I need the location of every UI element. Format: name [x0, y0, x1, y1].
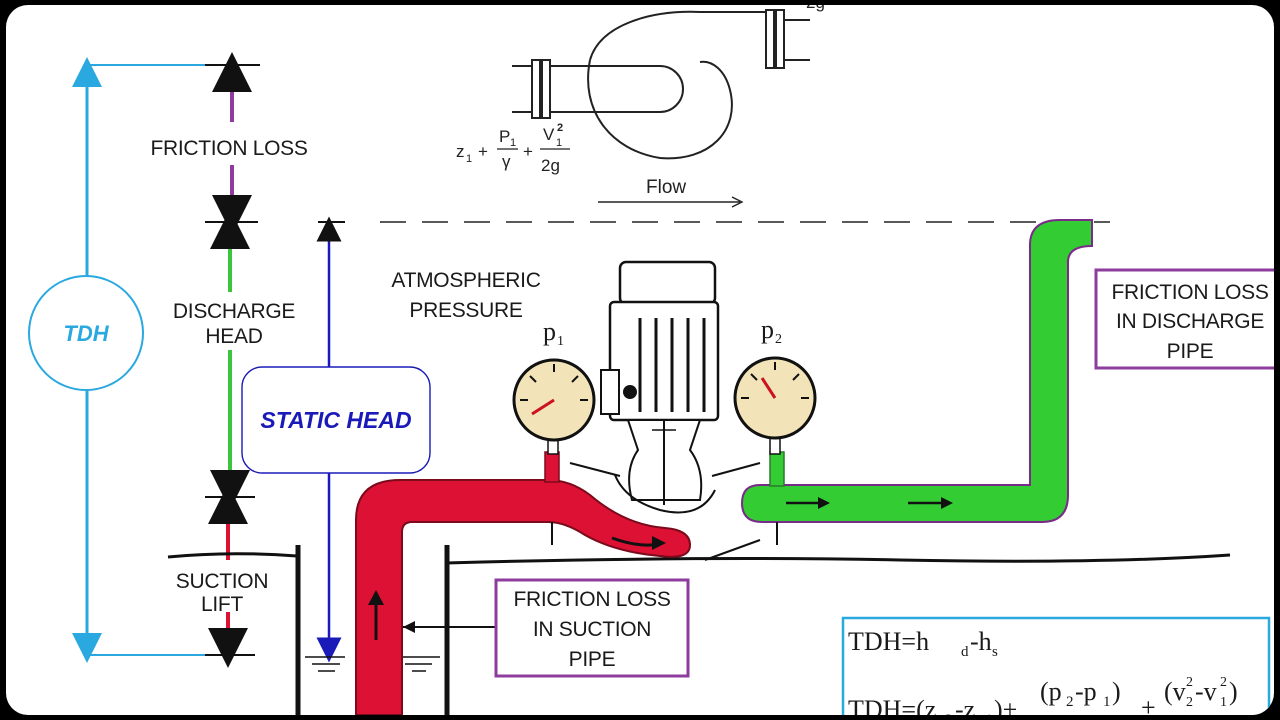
friction-suction-box: FRICTION LOSS IN SUCTION PIPE: [403, 578, 690, 678]
svg-text:IN SUCTION: IN SUCTION: [533, 618, 651, 641]
svg-text:2: 2: [1186, 695, 1193, 710]
suction-pipe: [355, 451, 692, 715]
suction-lift-dimension: SUCTION LIFT: [176, 484, 269, 668]
friction-loss-label: FRICTION LOSS: [150, 137, 307, 160]
tdh-label: TDH: [63, 321, 109, 346]
suction-energy-equation: z 1 + P 1 γ + V 2 1 2g: [456, 122, 570, 175]
svg-text:(v: (v: [1164, 677, 1186, 706]
svg-text:LIFT: LIFT: [201, 593, 243, 616]
discharge-pipe: [740, 219, 1093, 545]
diagram-frame: 2g z 1 + P 1 γ + V 2 1 2g Flow TDH FRICT…: [6, 5, 1274, 715]
svg-text:PIPE: PIPE: [569, 648, 616, 671]
tdh-diagram: 2g z 1 + P 1 γ + V 2 1 2g Flow TDH FRICT…: [28, 5, 1274, 715]
friction-discharge-label: FRICTION LOSS: [1111, 281, 1268, 304]
svg-text:-v: -v: [1195, 677, 1217, 706]
svg-text:1: 1: [557, 334, 564, 349]
svg-text:-h: -h: [970, 627, 992, 656]
svg-text:TDH=(z: TDH=(z: [848, 695, 936, 715]
svg-text:-z: -z: [955, 695, 975, 715]
svg-text:(p: (p: [1040, 677, 1062, 706]
friction-discharge-box: FRICTION LOSS IN DISCHARGE PIPE: [1094, 268, 1274, 370]
top-2g-label: 2g: [806, 5, 825, 12]
tdh-dimension: TDH: [28, 57, 232, 663]
svg-text:V: V: [543, 125, 555, 144]
svg-text:PIPE: PIPE: [1167, 340, 1214, 363]
atmospheric-pressure-label: ATMOSPHERIC: [391, 269, 540, 292]
svg-text:+: +: [523, 142, 533, 161]
svg-text:2: 2: [1066, 694, 1074, 710]
svg-text:+: +: [1141, 693, 1156, 715]
gauge-p1: p 1: [512, 317, 596, 455]
discharge-head-dimension: DISCHARGE HEAD: [173, 209, 296, 510]
svg-text:2: 2: [945, 712, 953, 715]
static-head-label: STATIC HEAD: [260, 407, 411, 433]
svg-text:): ): [1229, 677, 1238, 706]
svg-text:1: 1: [510, 137, 516, 149]
svg-text:1: 1: [985, 712, 993, 715]
svg-text:): ): [1112, 677, 1121, 706]
svg-text:-p: -p: [1075, 677, 1097, 706]
svg-text:d: d: [961, 644, 969, 660]
discharge-head-label: DISCHARGE: [173, 300, 295, 323]
tdh-badge: [28, 275, 144, 391]
pump-motor: [569, 260, 761, 561]
tdh-formula-box: TDH=h d -h s TDH=(z 2 -z 1 )+ (p 2 -p 1 …: [841, 616, 1271, 715]
svg-text:γ: γ: [502, 152, 511, 171]
svg-text:1: 1: [466, 153, 472, 165]
friction-loss-dimension: FRICTION LOSS: [150, 51, 308, 235]
svg-text:s: s: [992, 644, 998, 660]
suction-lift-label: SUCTION: [176, 570, 268, 593]
sump: [167, 545, 1231, 715]
svg-text:2: 2: [1220, 675, 1227, 690]
svg-text:HEAD: HEAD: [205, 325, 262, 348]
svg-text:2: 2: [775, 332, 782, 347]
svg-text:2: 2: [557, 122, 563, 134]
svg-text:2g: 2g: [541, 156, 560, 175]
p1-label: p: [543, 317, 556, 346]
flow-label: Flow: [646, 177, 686, 198]
formula-line-2: TDH=(z 2 -z 1 )+ (p 2 -p 1 ) + (v 2 2 -v…: [848, 675, 1238, 715]
static-head-box: [241, 366, 431, 474]
svg-text:2: 2: [1186, 675, 1193, 690]
svg-text:P: P: [499, 127, 510, 146]
svg-text:z: z: [456, 142, 465, 161]
svg-text:PRESSURE: PRESSURE: [409, 299, 522, 322]
svg-text:)+: )+: [994, 695, 1017, 715]
svg-text:1: 1: [556, 137, 562, 149]
formula-line-1: TDH=h d -h s: [848, 627, 998, 660]
static-head-dimension: STATIC HEAD: [241, 216, 431, 663]
svg-text:1: 1: [1103, 694, 1111, 710]
svg-text:+: +: [478, 142, 488, 161]
friction-suction-label: FRICTION LOSS: [513, 588, 670, 611]
pump-cross-section: 2g: [512, 5, 825, 160]
p2-label: p: [761, 315, 774, 344]
svg-text:1: 1: [1220, 695, 1227, 710]
svg-text:IN DISCHARGE: IN DISCHARGE: [1116, 310, 1264, 333]
svg-text:TDH=h: TDH=h: [848, 627, 929, 656]
gauge-p2: p 2: [733, 315, 817, 455]
